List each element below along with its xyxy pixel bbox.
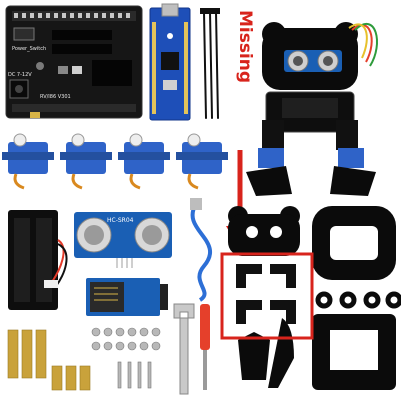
servo-icon	[118, 133, 170, 190]
missing-label: Missing	[235, 10, 255, 83]
dc-input-label: DC 7-12V	[8, 72, 32, 78]
wrench-icon	[173, 303, 195, 395]
usb-cable	[190, 198, 213, 302]
cable-ties	[200, 8, 220, 119]
missing-parts-highlight	[220, 252, 314, 340]
arduino-nano-board	[149, 3, 191, 121]
brass-standoffs	[7, 329, 91, 391]
servo-icon	[60, 133, 112, 190]
battery-holder-icon	[8, 210, 68, 310]
servo-icon	[2, 133, 54, 190]
board-version-label: RV/I86 V301	[40, 94, 71, 100]
acrylic-parts	[228, 206, 401, 390]
servo-motors	[2, 133, 228, 190]
power-switch-label: Power_Switch	[12, 46, 46, 52]
expansion-shield-board: Power_Switch DC 7-12V RV/I86 V301	[5, 5, 143, 119]
bear-head-icon	[228, 206, 300, 256]
servo-icon	[176, 133, 228, 190]
assembled-robot	[246, 22, 378, 196]
bluetooth-module	[86, 278, 168, 316]
screwdriver-icon	[200, 304, 210, 390]
sensor-model-label: HC-SR04	[107, 217, 134, 224]
nuts-and-screws	[91, 327, 161, 389]
ultrasonic-sensor: HC-SR04	[74, 212, 172, 268]
missing-annotation: Missing	[235, 10, 255, 83]
